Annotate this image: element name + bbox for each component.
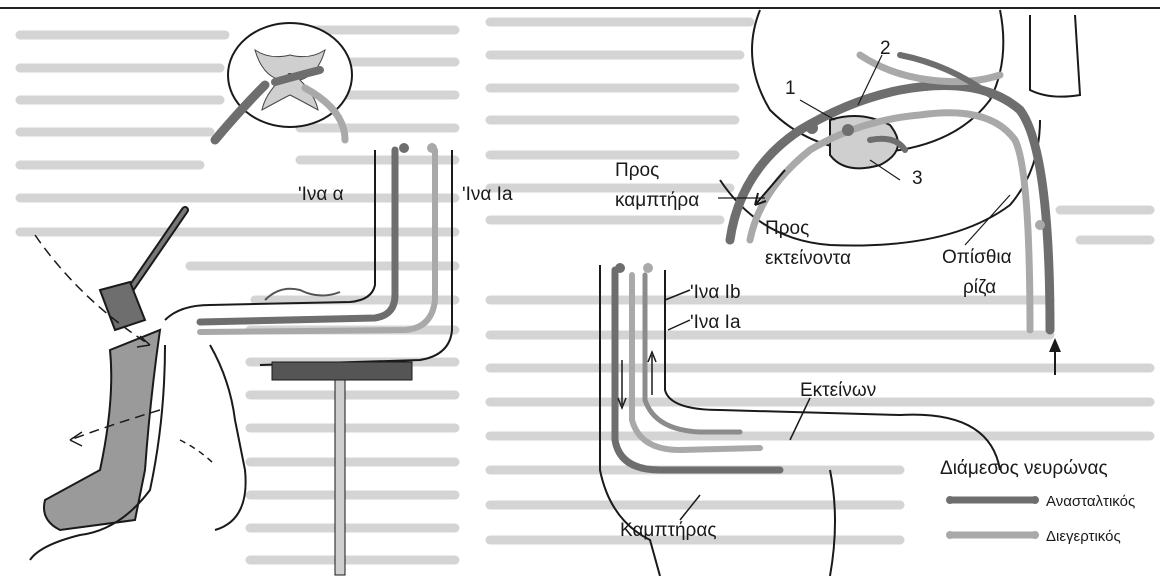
nerve-fibres-right	[730, 55, 1050, 330]
legend-label-excitatory: Διεγερτικός	[1046, 526, 1121, 547]
label-ekteinon: Εκτείνων	[800, 380, 876, 401]
label-iva-ia-right: ʹΙνα Ιa	[690, 312, 741, 333]
label-number-3: 3	[912, 168, 923, 189]
label-opisthia-2: ρίζα	[963, 277, 996, 298]
lower-leg	[30, 330, 246, 560]
legend-swatches	[946, 496, 1039, 539]
label-number-1: 1	[785, 78, 796, 99]
label-iva-ib: ʹΙνα Ιb	[690, 282, 741, 303]
label-iva-ia-left: ʹΙνα Ιa	[462, 184, 513, 205]
label-pros-kamptira-2: καμπτήρα	[615, 190, 699, 211]
label-pros-ekteinonta-1: Προς	[765, 218, 809, 239]
label-pros-ekteinonta-2: εκτείνοντα	[765, 248, 851, 269]
label-number-2: 2	[880, 38, 891, 59]
efferent-arrow	[755, 170, 785, 205]
legend-title: Διάμεσος νευρώνας	[940, 458, 1108, 479]
label-pros-kamptira-1: Προς	[615, 160, 659, 181]
label-iva-alpha: ʹΙνα α	[298, 184, 344, 205]
label-kamptiras: Καμπτήρας	[620, 520, 717, 541]
legend-label-inhibitory: Ανασταλτικός	[1046, 491, 1135, 512]
label-opisthia-1: Οπίσθια	[942, 247, 1012, 268]
